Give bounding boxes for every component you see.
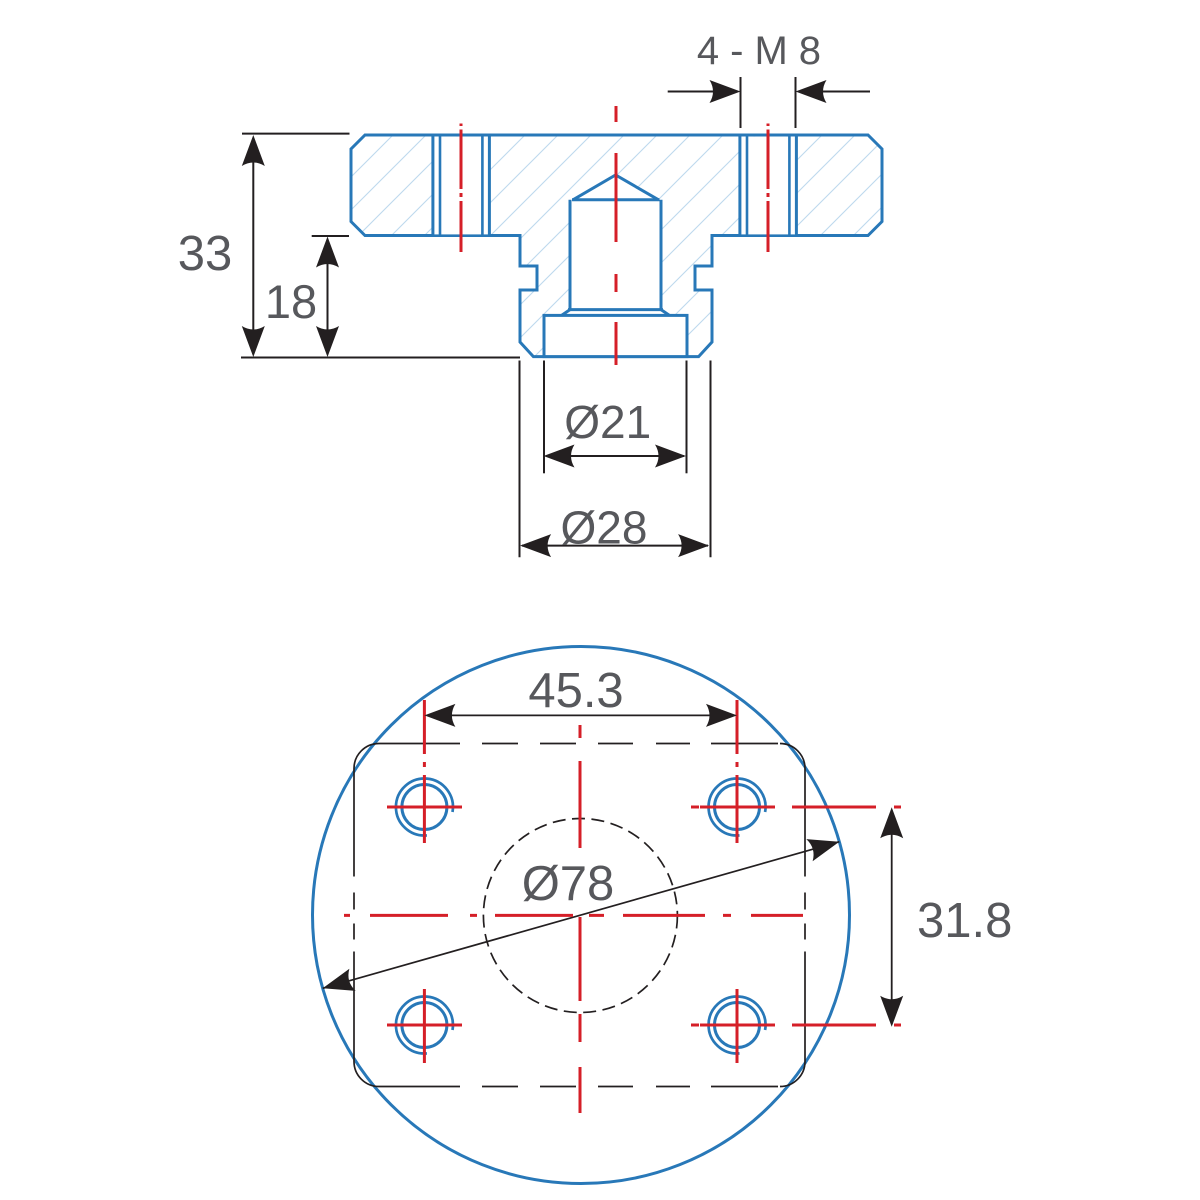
svg-text:Ø28: Ø28 bbox=[561, 502, 648, 554]
svg-text:33: 33 bbox=[178, 227, 233, 281]
svg-text:Ø78: Ø78 bbox=[522, 857, 615, 911]
svg-text:31.8: 31.8 bbox=[917, 894, 1012, 948]
svg-text:4-M8: 4-M8 bbox=[697, 29, 832, 73]
svg-text:Ø21: Ø21 bbox=[564, 396, 651, 448]
svg-text:45.3: 45.3 bbox=[528, 664, 623, 718]
svg-text:18: 18 bbox=[265, 275, 317, 328]
